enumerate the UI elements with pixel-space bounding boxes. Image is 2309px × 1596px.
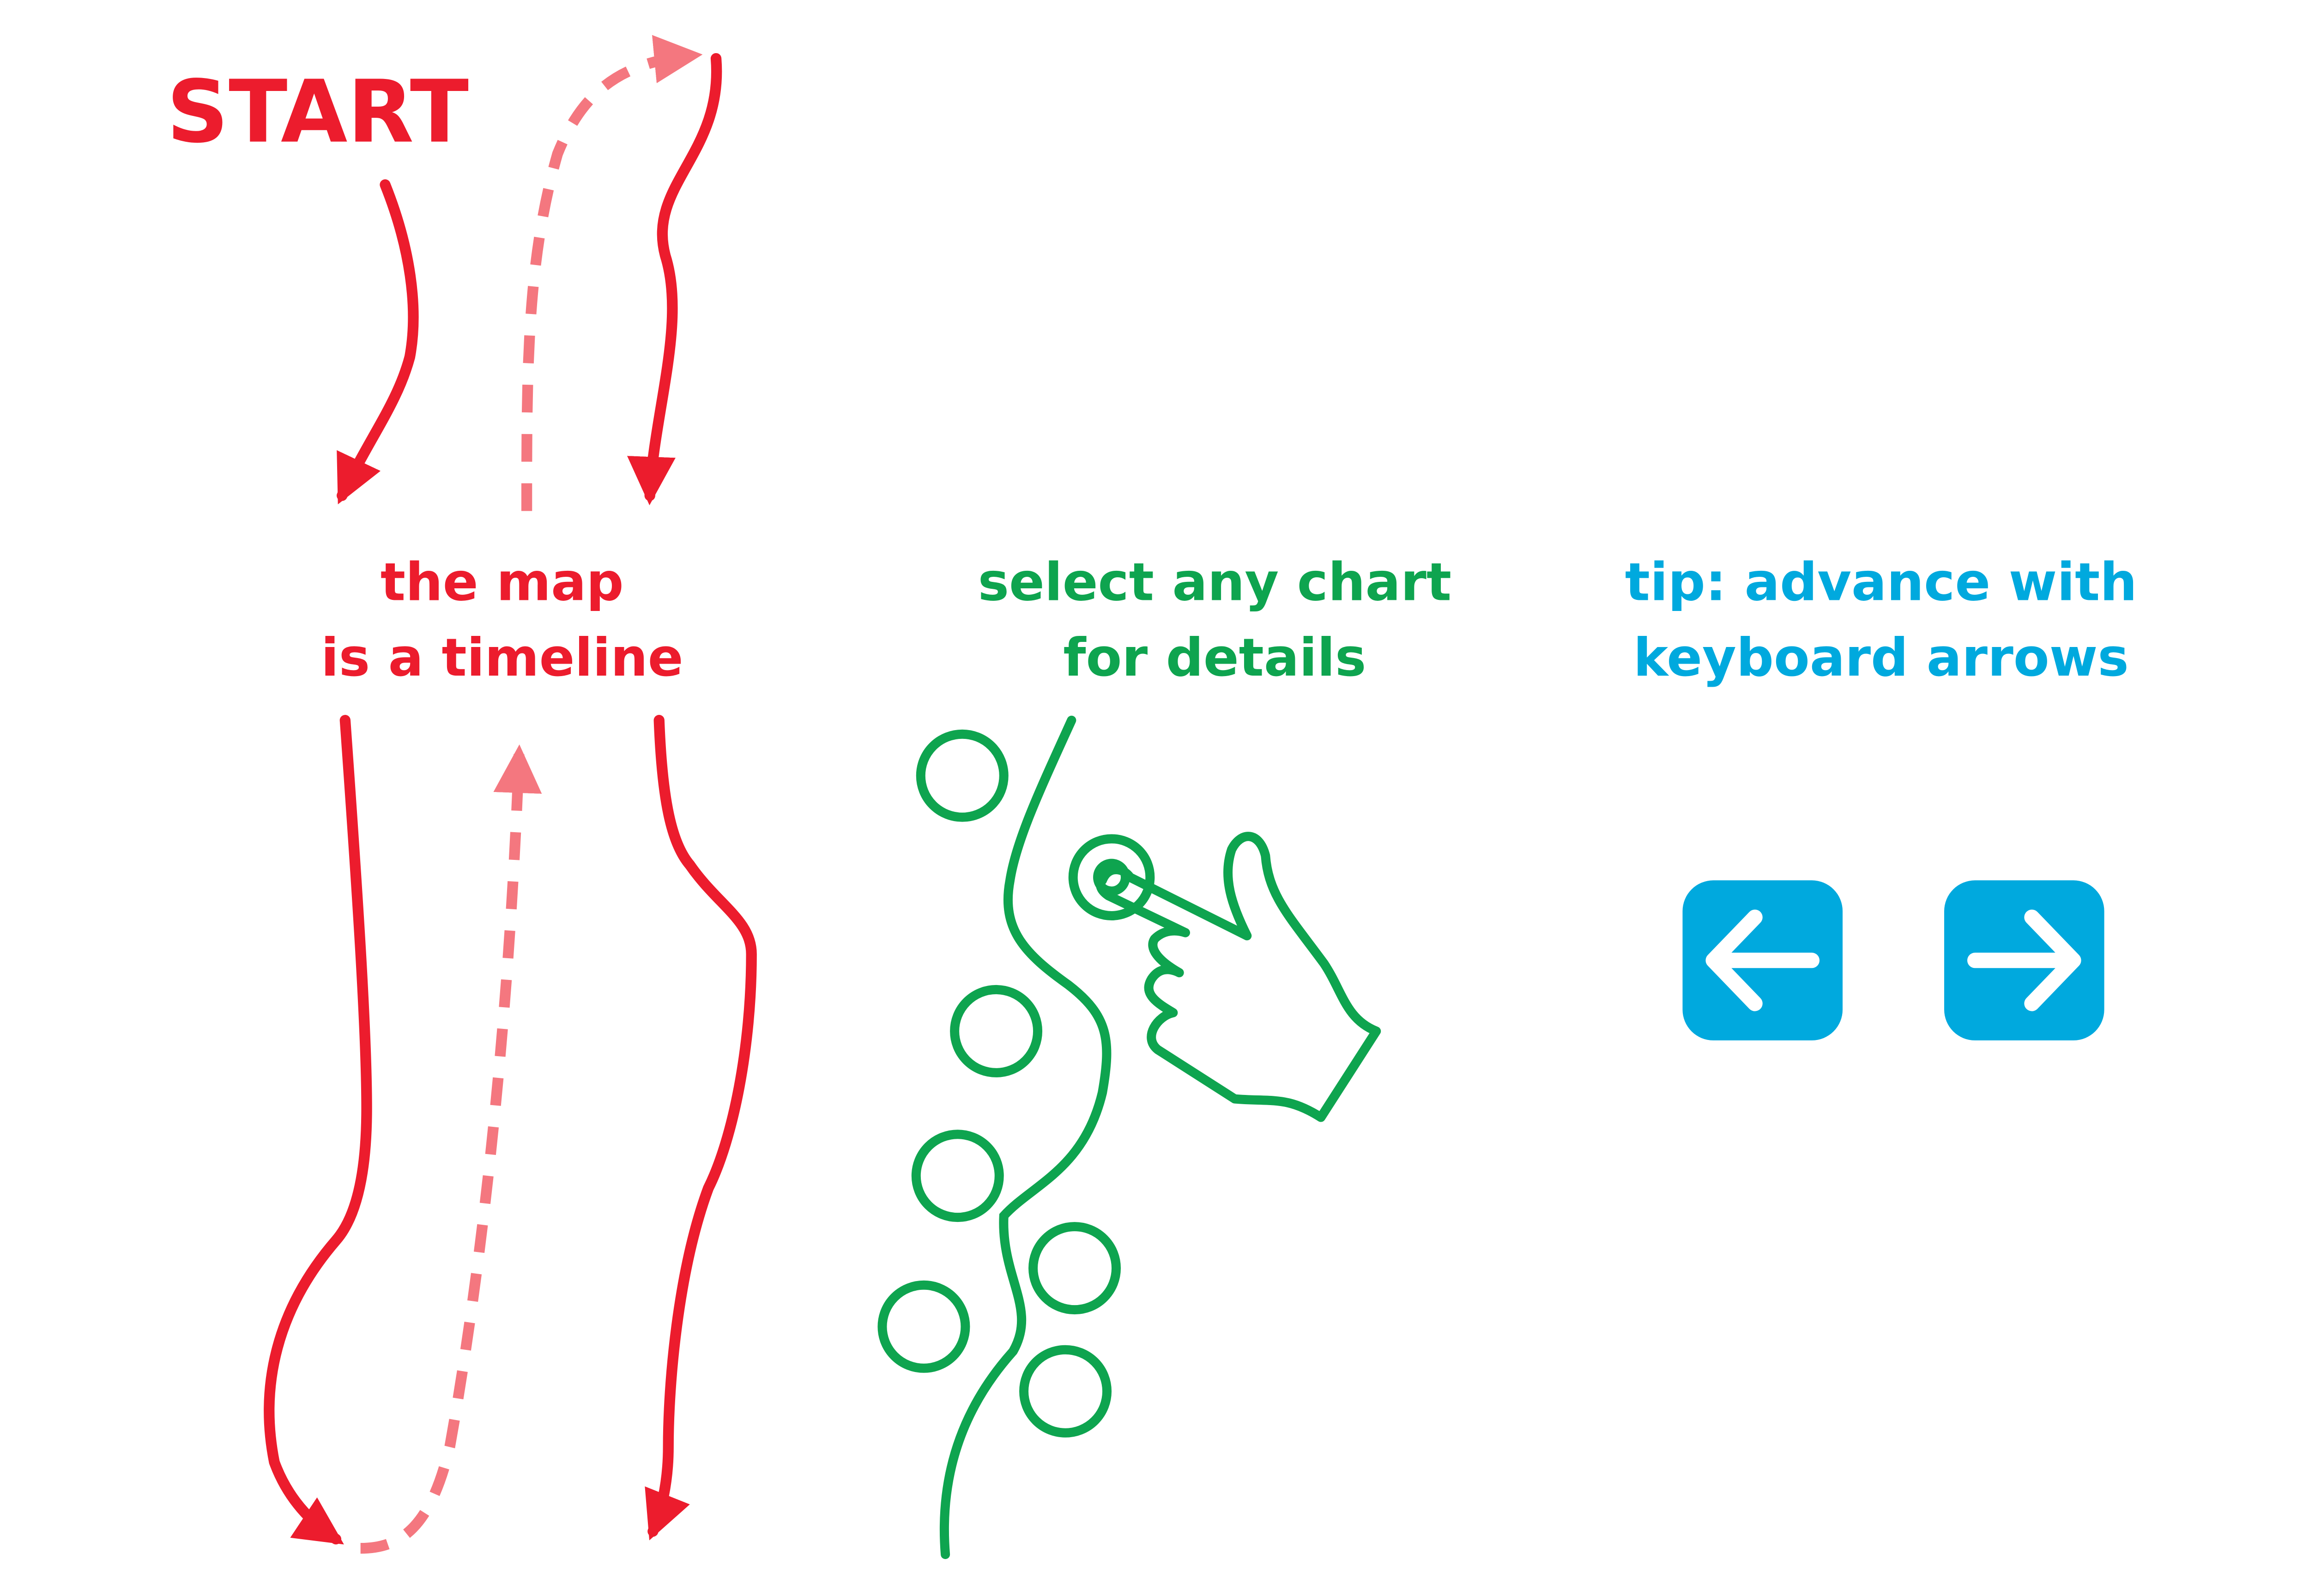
dashed-arrow-upper <box>521 35 703 511</box>
chart-marker[interactable] <box>950 985 1043 1077</box>
chart-marker[interactable] <box>877 1280 970 1373</box>
map-caption-line1: the map <box>381 552 624 613</box>
dashed-arrow-lower <box>360 744 542 1554</box>
arrow-upper-right <box>627 53 722 506</box>
start-arrow-upper-left <box>337 179 419 505</box>
chart-marker[interactable] <box>1019 1345 1112 1438</box>
left-arrow-key-icon[interactable] <box>1682 880 1843 1040</box>
tip-caption-line2: keyboard arrows <box>1633 627 2129 688</box>
green-route-line <box>939 715 1112 1560</box>
tip-caption-line1: tip: advance with <box>1625 552 2137 613</box>
right-arrow-key-icon[interactable] <box>1944 880 2104 1040</box>
chart-marker[interactable] <box>911 1130 1004 1222</box>
chart-caption-line1: select any chart <box>978 552 1451 613</box>
start-label: START <box>167 62 469 163</box>
map-caption-line2: is a timeline <box>321 627 683 688</box>
pointing-hand-icon <box>1068 832 1381 1122</box>
chart-markers[interactable] <box>877 729 1121 1438</box>
arrow-lower-right <box>645 715 757 1541</box>
arrow-lower-left <box>264 715 372 1545</box>
chart-marker[interactable] <box>916 729 1009 822</box>
chart-marker[interactable] <box>1028 1222 1121 1315</box>
chart-caption-line2: for details <box>1063 627 1366 688</box>
